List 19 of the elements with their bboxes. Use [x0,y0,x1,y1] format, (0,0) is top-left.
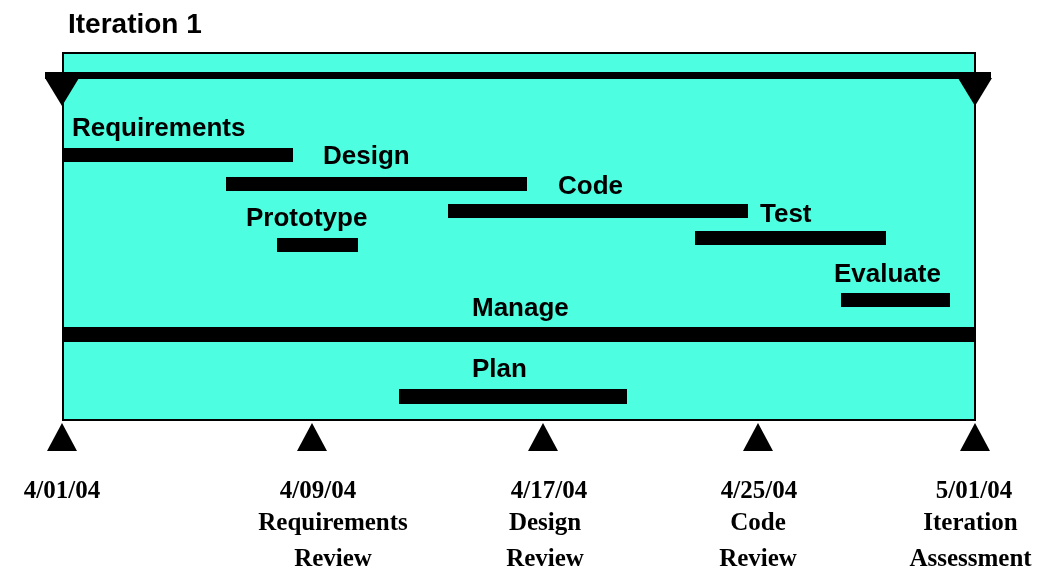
milestone-date: 4/01/04 [22,475,102,505]
milestone-date: 4/25/04 [719,475,799,505]
task-label: Requirements [72,112,246,142]
task-label: Evaluate [834,258,941,288]
task-label: Plan [472,353,527,383]
task-label: Code [558,170,623,200]
milestone-name: Code Review [718,507,798,572]
milestone-date: 4/17/04 [509,475,589,505]
task-label: Prototype [246,202,368,232]
milestone-name: Design Review [505,507,585,572]
milestone-name: Iteration Assessment [908,507,1033,572]
milestone-date: 4/09/04 [278,475,358,505]
task-label: Manage [472,292,569,322]
milestone-date: 5/01/04 [934,475,1014,505]
iteration-panel [62,52,976,421]
diagram-title: Iteration 1 [68,8,202,40]
task-label: Design [323,140,410,170]
task-label: Test [760,198,812,228]
milestone-name: Requirements Review [257,507,409,572]
